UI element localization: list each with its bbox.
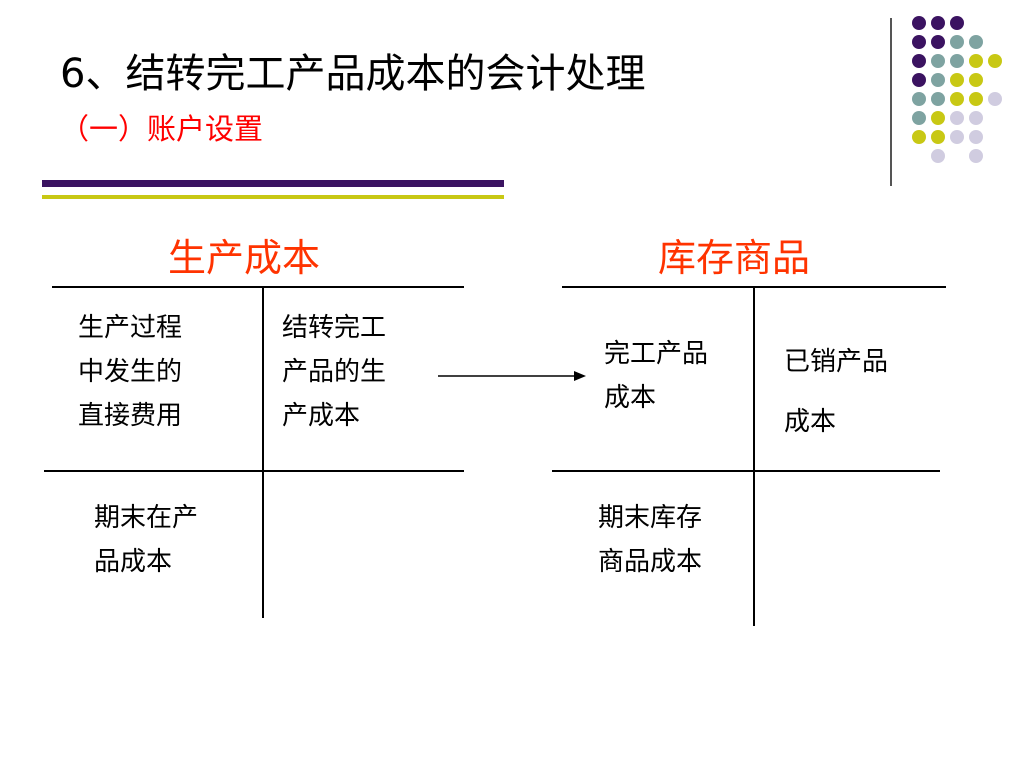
decor-dot (969, 111, 983, 125)
inventory-debit-line: 完工产品 (604, 339, 709, 369)
production-credit-line: 结转完工 (282, 313, 387, 343)
decor-dot (950, 111, 964, 125)
decor-dot (931, 73, 945, 87)
inventory-account-title: 库存商品 (658, 236, 811, 280)
production-balance-entry: 期末在产 品成本 (94, 496, 198, 584)
production-credit-entry: 结转完工 产品的生 产成本 (282, 306, 386, 438)
transfer-arrow-icon (438, 371, 586, 381)
decor-dot (988, 92, 1002, 106)
inventory-credit-line: 已销产品 (784, 347, 889, 377)
inventory-balance-line: 商品成本 (598, 547, 703, 577)
decor-dot (988, 54, 1002, 68)
production-account-balance-rule (44, 470, 464, 472)
decor-dot (969, 149, 983, 163)
decor-dot (950, 54, 964, 68)
decor-dot (969, 73, 983, 87)
decor-dot (912, 92, 926, 106)
decor-dot (931, 92, 945, 106)
production-debit-line: 生产过程 (78, 313, 183, 343)
inventory-debit-line: 成本 (604, 383, 657, 413)
production-credit-line: 产品的生 (282, 357, 387, 387)
inventory-debit-entry: 完工产品 成本 (604, 332, 708, 420)
production-account-center-rule (262, 286, 264, 618)
inventory-account-balance-rule (552, 470, 940, 472)
decor-dot (931, 16, 945, 30)
inventory-credit-line: 成本 (784, 407, 837, 437)
inventory-account-center-rule (753, 286, 755, 626)
production-credit-line: 产成本 (282, 401, 361, 431)
production-account-top-rule (52, 286, 464, 288)
production-account-title: 生产成本 (168, 236, 321, 280)
decor-dot (931, 149, 945, 163)
decor-dot (912, 35, 926, 49)
decor-dot (912, 16, 926, 30)
decor-dot (931, 111, 945, 125)
title-rule-olive (42, 195, 504, 199)
decor-dot (950, 92, 964, 106)
decor-dot (931, 54, 945, 68)
inventory-credit-entry: 已销产品 成本 (784, 332, 888, 452)
slide-subtitle: （一）账户设置 (60, 112, 264, 146)
decor-dot (912, 73, 926, 87)
decor-dot (969, 130, 983, 144)
decor-dot (931, 130, 945, 144)
production-debit-entry: 生产过程 中发生的 直接费用 (78, 306, 182, 438)
production-balance-line: 期末在产 (94, 503, 199, 533)
decor-dot (912, 54, 926, 68)
decor-dot (950, 130, 964, 144)
decor-dot (950, 73, 964, 87)
inventory-balance-entry: 期末库存 商品成本 (598, 496, 702, 584)
title-rule-purple (42, 180, 504, 187)
production-debit-line: 直接费用 (78, 401, 183, 431)
decor-dot (969, 54, 983, 68)
decor-dot (969, 92, 983, 106)
production-debit-line: 中发生的 (78, 357, 183, 387)
decor-dot (931, 35, 945, 49)
decor-divider (890, 18, 892, 186)
inventory-balance-line: 期末库存 (598, 503, 703, 533)
decor-dot (912, 111, 926, 125)
decor-dot (969, 35, 983, 49)
production-balance-line: 品成本 (94, 547, 173, 577)
decor-dot (912, 130, 926, 144)
slide-title: 6、结转完工产品成本的会计处理 (60, 51, 646, 97)
decor-dot-grid (0, 0, 1024, 200)
decor-dot (950, 35, 964, 49)
decor-dot (950, 16, 964, 30)
